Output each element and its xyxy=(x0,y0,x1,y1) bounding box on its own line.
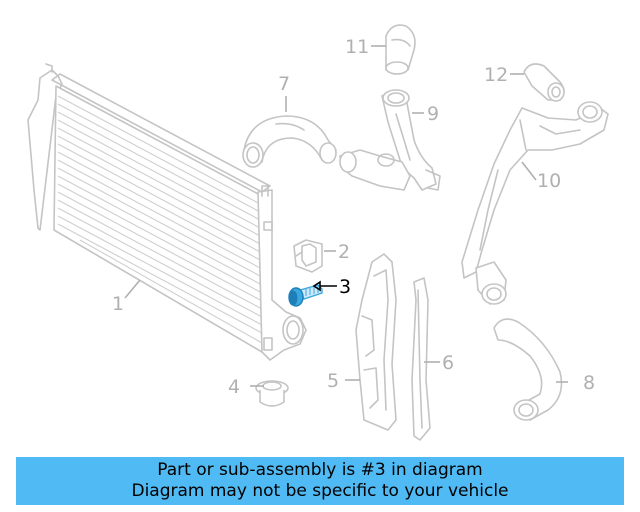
info-banner: Part or sub-assembly is #3 in diagram Di… xyxy=(16,457,624,505)
callout-7: 7 xyxy=(278,73,290,95)
leader-lines xyxy=(124,45,568,387)
callout-10: 10 xyxy=(537,170,561,192)
callout-labels: 1 2 3 4 5 6 7 8 9 10 11 12 xyxy=(112,36,595,398)
bolt-part-3 xyxy=(288,284,323,307)
callout-12: 12 xyxy=(484,64,508,86)
banner-line-1: Part or sub-assembly is #3 in diagram xyxy=(157,460,483,480)
callout-4: 4 xyxy=(228,376,240,398)
hose-part-11 xyxy=(385,24,416,75)
parts-diagram: 1 2 3 4 5 6 7 8 9 10 11 12 xyxy=(27,24,609,441)
callout-1: 1 xyxy=(112,293,124,315)
callout-2: 2 xyxy=(338,241,350,263)
callout-6: 6 xyxy=(442,352,454,374)
hose-part-7 xyxy=(242,115,337,168)
intercooler-radiator xyxy=(27,63,307,361)
clip-part-2 xyxy=(293,239,323,273)
callout-11: 11 xyxy=(345,36,369,58)
hose-part-12 xyxy=(523,63,565,102)
callout-5: 5 xyxy=(327,370,339,392)
deflector-part-5 xyxy=(355,253,397,431)
callout-3: 3 xyxy=(339,276,351,298)
callout-9: 9 xyxy=(427,103,439,125)
callout-8: 8 xyxy=(583,372,595,394)
grommet-part-4 xyxy=(255,380,289,407)
intake-duct-part-10 xyxy=(461,101,609,305)
hose-part-8 xyxy=(493,318,563,421)
duct-part-9 xyxy=(339,89,441,191)
banner-line-2: Diagram may not be specific to your vehi… xyxy=(131,481,509,501)
seal-strip-part-6 xyxy=(411,277,431,441)
